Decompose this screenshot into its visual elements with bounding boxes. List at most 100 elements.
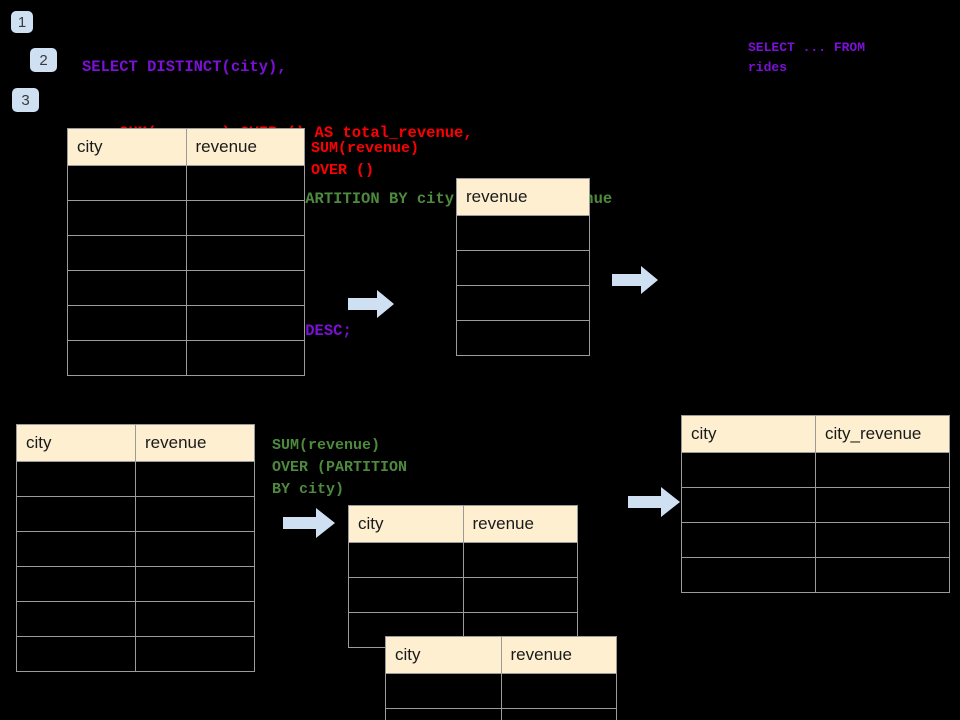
step-badge-3[interactable]: 3 bbox=[12, 88, 39, 112]
table-row[interactable] bbox=[385, 708, 617, 720]
table-row[interactable] bbox=[67, 270, 305, 306]
table-row[interactable] bbox=[385, 673, 617, 709]
table-row[interactable] bbox=[67, 340, 305, 376]
cell-revenue bbox=[185, 305, 305, 341]
arrow-partition-to-result bbox=[628, 487, 680, 517]
cell-city bbox=[67, 200, 187, 236]
sql-sidenote: SELECT ... FROM rides bbox=[748, 40, 866, 75]
table-header-row: city city_revenue bbox=[681, 415, 950, 453]
cell-revenue bbox=[456, 250, 590, 286]
cell-revenue bbox=[500, 708, 617, 720]
cell-city bbox=[385, 708, 502, 720]
cell-city bbox=[681, 557, 816, 593]
callout-total-revenue: SUM(revenue) OVER () bbox=[311, 140, 420, 179]
table-row[interactable] bbox=[16, 601, 255, 637]
cell-city-revenue bbox=[815, 452, 950, 488]
table-row[interactable] bbox=[348, 542, 578, 578]
cell-city bbox=[16, 566, 136, 602]
cell-revenue bbox=[456, 320, 590, 356]
table-row[interactable] bbox=[456, 285, 590, 321]
column-header-city: city bbox=[385, 636, 502, 674]
column-header-city: city bbox=[16, 424, 136, 462]
cell-revenue bbox=[462, 577, 578, 613]
cell-revenue bbox=[185, 340, 305, 376]
column-header-revenue: revenue bbox=[135, 424, 255, 462]
table-row[interactable] bbox=[681, 487, 950, 523]
column-header-city-revenue: city_revenue bbox=[815, 415, 950, 453]
column-header-city: city bbox=[348, 505, 464, 543]
arrow-total-to-result bbox=[612, 266, 658, 294]
column-header-revenue: revenue bbox=[456, 178, 590, 216]
table-row[interactable] bbox=[67, 165, 305, 201]
cell-city bbox=[348, 542, 464, 578]
table-row[interactable] bbox=[456, 215, 590, 251]
cell-revenue bbox=[500, 673, 617, 709]
cell-city bbox=[67, 270, 187, 306]
cell-revenue bbox=[135, 531, 255, 567]
cell-city bbox=[16, 496, 136, 532]
cell-city bbox=[16, 601, 136, 637]
cell-city-revenue bbox=[815, 557, 950, 593]
table-header-row: city revenue bbox=[348, 505, 578, 543]
table-rides-source-top[interactable]: city revenue bbox=[67, 128, 305, 376]
table-header-row: city revenue bbox=[16, 424, 255, 462]
cell-revenue bbox=[456, 285, 590, 321]
cell-revenue bbox=[185, 235, 305, 271]
table-row[interactable] bbox=[456, 320, 590, 356]
table-row[interactable] bbox=[67, 305, 305, 341]
cell-city bbox=[67, 305, 187, 341]
cell-city-revenue bbox=[815, 487, 950, 523]
callout-partition-revenue: SUM(revenue) OVER (PARTITION BY city) bbox=[272, 437, 408, 498]
table-row[interactable] bbox=[681, 452, 950, 488]
sql-line-1: SELECT DISTINCT(city), bbox=[82, 58, 287, 76]
table-header-row: city revenue bbox=[67, 128, 305, 166]
cell-revenue bbox=[135, 601, 255, 637]
column-header-city: city bbox=[681, 415, 816, 453]
table-row[interactable] bbox=[16, 531, 255, 567]
cell-city bbox=[67, 165, 187, 201]
cell-revenue bbox=[462, 542, 578, 578]
table-row[interactable] bbox=[348, 577, 578, 613]
table-rides-source-bottom[interactable]: city revenue bbox=[16, 424, 255, 672]
cell-revenue bbox=[135, 566, 255, 602]
cell-city bbox=[348, 577, 464, 613]
table-row[interactable] bbox=[16, 636, 255, 672]
cell-city bbox=[681, 452, 816, 488]
table-row[interactable] bbox=[456, 250, 590, 286]
step-badge-2[interactable]: 2 bbox=[30, 48, 57, 72]
column-header-revenue: revenue bbox=[500, 636, 617, 674]
cell-city bbox=[67, 340, 187, 376]
step-badge-1[interactable]: 1 bbox=[11, 11, 33, 33]
table-row[interactable] bbox=[16, 496, 255, 532]
cell-city bbox=[385, 673, 502, 709]
cell-city bbox=[16, 531, 136, 567]
step-badge-1-label: 1 bbox=[17, 13, 27, 31]
table-partition-group-back[interactable]: city revenue bbox=[348, 505, 578, 648]
step-badge-2-label: 2 bbox=[39, 51, 48, 69]
cell-city-revenue bbox=[815, 522, 950, 558]
cell-revenue bbox=[456, 215, 590, 251]
table-final-result[interactable]: city city_revenue bbox=[681, 415, 950, 593]
cell-city bbox=[681, 522, 816, 558]
table-partition-group-front[interactable]: city revenue bbox=[385, 636, 617, 720]
cell-city bbox=[681, 487, 816, 523]
column-header-revenue: revenue bbox=[185, 128, 305, 166]
table-row[interactable] bbox=[681, 522, 950, 558]
cell-city bbox=[67, 235, 187, 271]
table-row[interactable] bbox=[67, 200, 305, 236]
table-total-revenue[interactable]: revenue bbox=[456, 178, 590, 356]
table-row[interactable] bbox=[16, 461, 255, 497]
column-header-revenue: revenue bbox=[462, 505, 578, 543]
cell-revenue bbox=[135, 636, 255, 672]
cell-revenue bbox=[185, 200, 305, 236]
table-row[interactable] bbox=[67, 235, 305, 271]
cell-revenue bbox=[135, 461, 255, 497]
table-row[interactable] bbox=[681, 557, 950, 593]
cell-revenue bbox=[185, 165, 305, 201]
arrow-source-to-total bbox=[348, 290, 394, 318]
cell-revenue bbox=[135, 496, 255, 532]
arrow-source-to-partition bbox=[283, 508, 335, 538]
cell-city bbox=[16, 636, 136, 672]
column-header-city: city bbox=[67, 128, 187, 166]
table-row[interactable] bbox=[16, 566, 255, 602]
